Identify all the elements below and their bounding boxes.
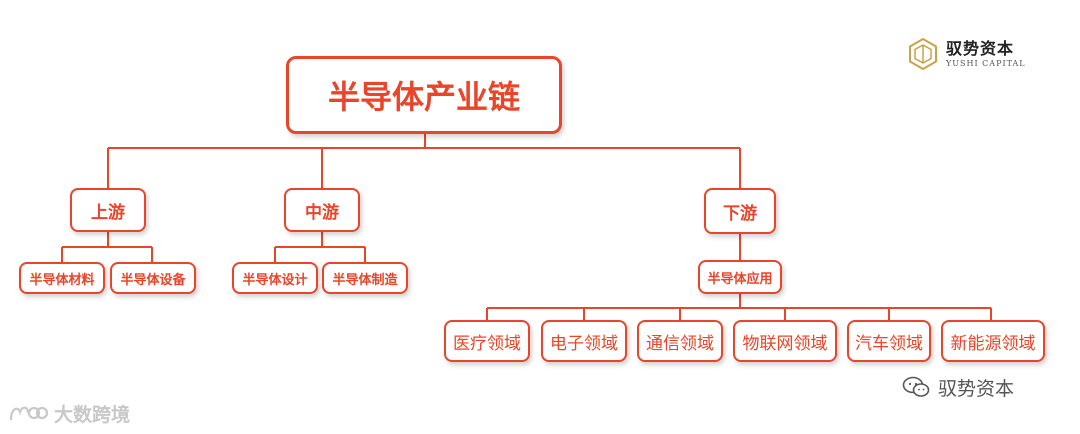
field-medical: 医疗领域 <box>444 320 530 362</box>
brand-name-en: YUSHI CAPITAL <box>946 58 1026 68</box>
brand-name-cn: 驭势资本 <box>946 38 1015 58</box>
brand-logo: 驭势资本 YUSHI CAPITAL <box>906 36 1046 72</box>
upstream-child-equipment: 半导体设备 <box>110 262 196 294</box>
watermark-text: 大数跨境 <box>54 403 131 426</box>
downstream-application-node: 半导体应用 <box>698 260 782 294</box>
watermark: 大数跨境 <box>8 398 130 428</box>
field-new-energy: 新能源领域 <box>941 320 1045 362</box>
wechat-account-name: 驭势资本 <box>938 377 1015 400</box>
field-communication: 通信领域 <box>637 320 723 362</box>
wechat-account-tag: 驭势资本 <box>902 374 1014 400</box>
brand-mark-icon <box>909 37 937 71</box>
field-iot: 物联网领域 <box>733 320 837 362</box>
midstream-child-manufacturing: 半导体制造 <box>322 262 408 294</box>
midstream-child-design: 半导体设计 <box>232 262 318 294</box>
downstream-node: 下游 <box>704 188 776 234</box>
field-electronics: 电子领域 <box>541 320 627 362</box>
upstream-child-materials: 半导体材料 <box>19 262 105 294</box>
wechat-icon <box>902 376 930 397</box>
field-automotive: 汽车领域 <box>847 320 931 362</box>
upstream-node: 上游 <box>70 188 146 232</box>
midstream-node: 中游 <box>284 188 360 232</box>
root-node: 半导体产业链 <box>286 56 562 134</box>
watermark-logo-icon <box>9 406 48 421</box>
